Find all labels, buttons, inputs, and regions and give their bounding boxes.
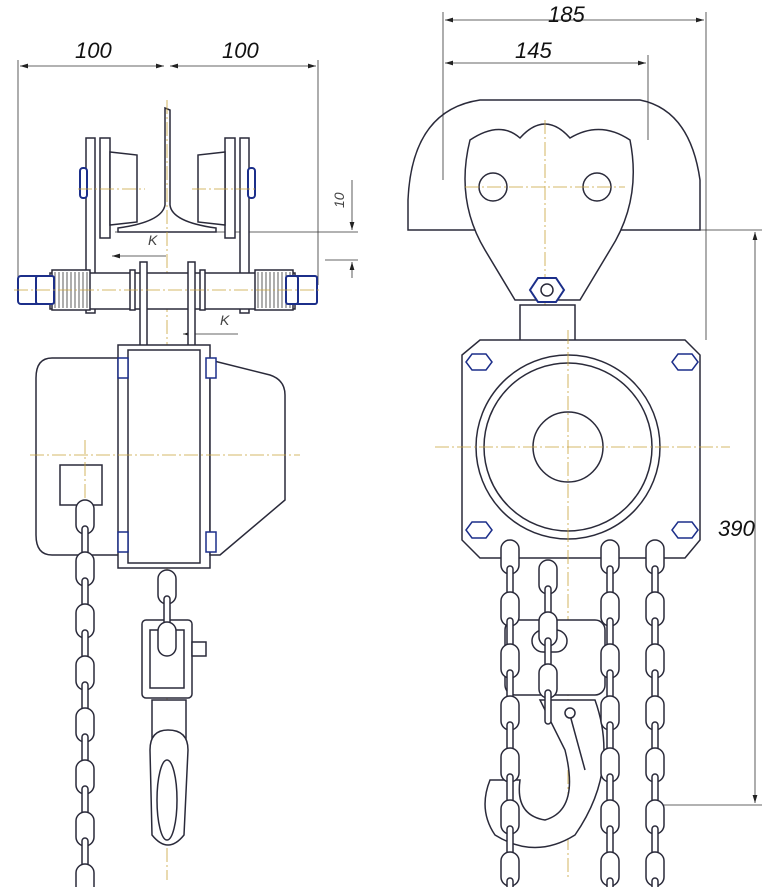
chain-link (157, 621, 177, 657)
dim-right-label: 100 (222, 38, 259, 63)
body-bolts (465, 353, 699, 539)
chain-link (75, 863, 95, 887)
dim-gap-label: 10 (331, 192, 347, 208)
dim-overall-label: 185 (548, 2, 585, 27)
chain-link (544, 689, 552, 725)
chain-link (651, 877, 659, 887)
hook-block-side (141, 619, 207, 846)
dimension-185: 185 (442, 2, 707, 340)
dimension-390: 390 (660, 229, 762, 806)
dimension-145: 145 (445, 38, 649, 140)
trolley-wheel-left (78, 137, 145, 314)
dimension-100-left: 100 (17, 38, 164, 290)
neck (519, 304, 576, 344)
trolley-wheel-right (192, 137, 258, 314)
dim-height-label: 390 (718, 516, 755, 541)
i-beam-rail (117, 106, 217, 233)
hoist-body-side (30, 344, 300, 880)
chain-link (506, 877, 514, 887)
side-view: 100 100 10 K K (14, 38, 358, 887)
clearance-label-top: K (148, 232, 158, 248)
trolley-cover (407, 99, 701, 231)
dim-plate-label: 145 (515, 38, 552, 63)
hand-chain-side (75, 499, 177, 887)
dimension-100-right: 100 (170, 38, 319, 285)
dim-left-label: 100 (75, 38, 112, 63)
dimension-10: 10 (115, 180, 358, 278)
load-chain-front (500, 539, 665, 887)
trolley-axle (14, 261, 322, 348)
clearance-label-bottom: K (220, 312, 230, 328)
trolley-plate (464, 123, 635, 301)
front-view: 185 145 390 (407, 2, 762, 887)
chain-link (606, 877, 614, 887)
